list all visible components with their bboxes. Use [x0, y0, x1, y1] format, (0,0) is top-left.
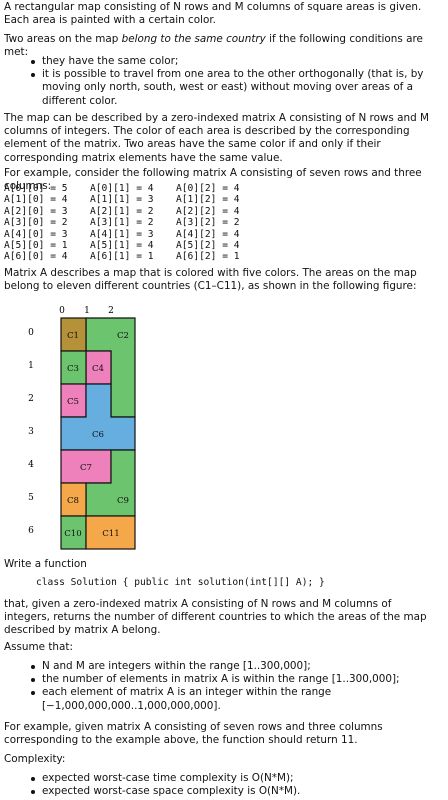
region-c5: [60, 383, 87, 418]
country-map-figure: 0 1 2 0 1 2 3 4 5 6: [28, 306, 136, 550]
col-label: 0: [59, 306, 65, 316]
list-item: the number of elements in matrix A is wi…: [4, 673, 440, 686]
row-label: 4: [28, 460, 34, 470]
list-item: they have the same color;: [4, 55, 440, 68]
row-label: 6: [28, 526, 34, 536]
list-item: it is possible to travel from one area t…: [4, 68, 440, 108]
complexity-heading: Complexity:: [4, 753, 66, 765]
definition-emphasis: belong to the same country: [121, 33, 266, 45]
row-label: 2: [28, 394, 34, 404]
list-item: expected worst-case time complexity is O…: [4, 772, 440, 785]
country-label: C2: [117, 331, 129, 341]
matrix-description: The map can be described by a zero-index…: [4, 112, 429, 164]
example-result: For example, given matrix A consisting o…: [4, 721, 383, 747]
function-signature: class Solution { public int solution(int…: [36, 577, 325, 588]
country-label: C10: [64, 529, 82, 539]
country-label: C8: [67, 496, 79, 506]
country-label: C5: [67, 397, 79, 407]
list-item: N and M are integers within the range [1…: [4, 660, 440, 673]
row-label: 3: [28, 427, 34, 437]
country-label: C6: [92, 430, 104, 440]
assumptions-list: N and M are integers within the range [1…: [4, 660, 440, 713]
col-label: 1: [84, 306, 90, 316]
row-label: 0: [28, 328, 34, 338]
conditions-list: they have the same color; it is possible…: [4, 55, 440, 108]
assume-heading: Assume that:: [4, 641, 73, 653]
row-label: 5: [28, 493, 34, 503]
country-label: C9: [117, 496, 129, 506]
country-label: C7: [80, 463, 92, 473]
intro-paragraph: A rectangular map consisting of N rows a…: [4, 1, 422, 27]
task-description: that, given a zero-indexed matrix A cons…: [4, 598, 427, 637]
row-label: 1: [28, 361, 34, 371]
complexity-list: expected worst-case time complexity is O…: [4, 772, 440, 798]
example-intro: For example, consider the following matr…: [4, 167, 422, 193]
country-label: C1: [67, 331, 79, 341]
col-label: 2: [108, 306, 114, 316]
region-c8: [60, 482, 87, 517]
figure-intro: Matrix A describes a map that is colored…: [4, 267, 417, 293]
list-item: expected worst-case space complexity is …: [4, 785, 440, 798]
definition-paragraph: Two areas on the map belong to the same …: [4, 33, 423, 59]
task-write: Write a function: [4, 558, 87, 570]
region-c3: [60, 350, 87, 385]
list-item: each element of matrix A is an integer w…: [4, 686, 440, 712]
country-label: C3: [67, 364, 79, 374]
region-c7: [60, 449, 112, 484]
country-label: C11: [102, 529, 120, 539]
region-c11: [85, 515, 136, 550]
country-label: C4: [92, 364, 105, 374]
